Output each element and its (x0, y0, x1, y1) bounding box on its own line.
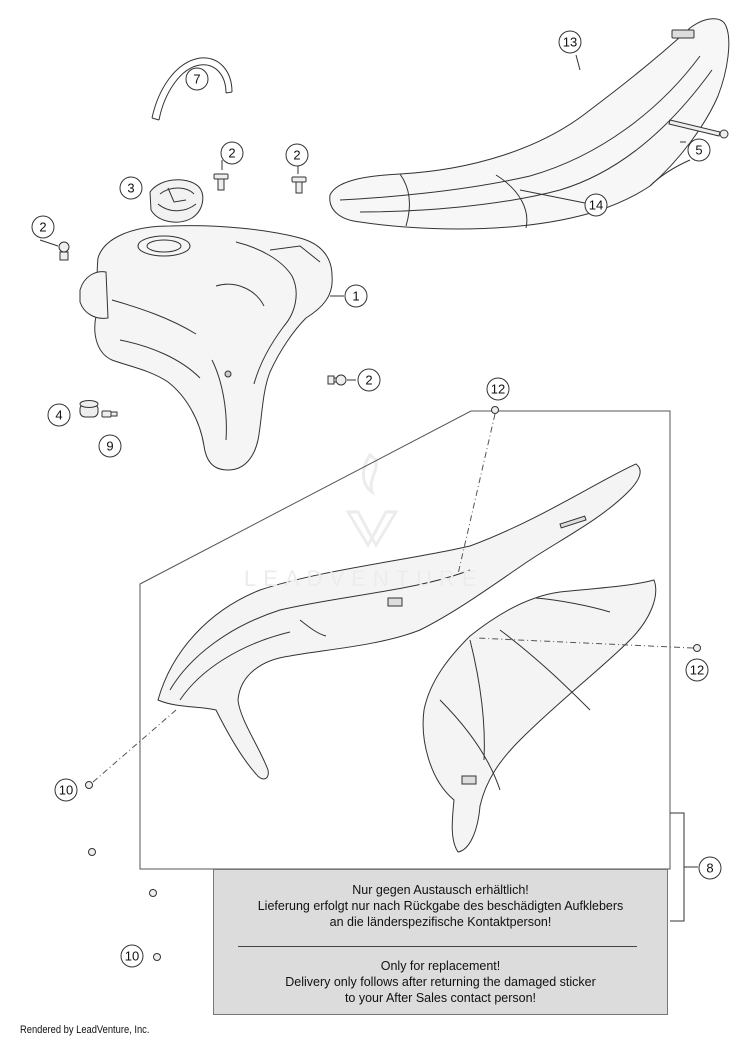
callout-13: 13 (558, 30, 582, 54)
screw-10d (153, 953, 161, 961)
callout-9: 9 (98, 434, 122, 458)
screw-2b (291, 176, 307, 194)
svg-text:2: 2 (365, 373, 372, 388)
screw-10c (149, 889, 157, 897)
callout-7: 7 (185, 67, 209, 91)
leader-lines (39, 54, 686, 381)
svg-text:2: 2 (293, 148, 300, 163)
svg-text:14: 14 (589, 198, 603, 213)
notice-german-line-2: Lieferung erfolgt nur nach Rückgabe des … (257, 899, 624, 913)
svg-text:7: 7 (193, 72, 200, 87)
replacement-notice: Nur gegen Austausch erhältlich! Lieferun… (213, 869, 668, 1015)
watermark-text: LEADVENTURE (244, 566, 484, 591)
callout-3: 3 (119, 176, 143, 200)
svg-text:4: 4 (55, 408, 62, 423)
side-spoiler-left (157, 463, 641, 780)
svg-text:12: 12 (491, 382, 505, 397)
callout-2a: 2 (220, 141, 244, 165)
notice-english-line-2: Delivery only follows after returning th… (285, 975, 596, 989)
notice-divider (238, 946, 637, 947)
callout-8: 8 (698, 856, 722, 880)
screw-10a (85, 709, 177, 789)
svg-text:10: 10 (59, 783, 73, 798)
screw-2c (58, 241, 70, 261)
svg-text:9: 9 (106, 439, 113, 454)
svg-text:8: 8 (706, 861, 713, 876)
callout-2b: 2 (285, 143, 309, 167)
bolt-9 (101, 410, 118, 418)
side-spoiler-right (422, 579, 657, 853)
screw-2a (213, 173, 229, 191)
kit-bracket (670, 812, 698, 922)
callout-10a: 10 (54, 778, 78, 802)
callout-5: 5 (687, 138, 711, 162)
notice-german: Nur gegen Austausch erhältlich! Lieferun… (214, 882, 667, 930)
callout-2d: 2 (357, 368, 381, 392)
seat-bolt (668, 119, 729, 139)
svg-text:1: 1 (352, 289, 359, 304)
svg-text:2: 2 (228, 146, 235, 161)
rubber-bushing (79, 400, 99, 418)
render-credit: Rendered by LeadVenture, Inc. (20, 1024, 150, 1036)
pin-12a (457, 406, 499, 575)
svg-text:10: 10 (125, 949, 139, 964)
callout-2c: 2 (31, 215, 55, 239)
fuel-tank (79, 225, 333, 471)
svg-text:5: 5 (695, 143, 702, 158)
sticker-frame (139, 410, 671, 870)
notice-english-line-1: Only for replacement! (380, 959, 501, 973)
screw-10b (88, 848, 96, 856)
fuel-hose (151, 57, 233, 121)
notice-german-line-1: Nur gegen Austausch erhältlich! (352, 883, 529, 897)
fuel-cap (149, 179, 204, 223)
notice-english: Only for replacement! Delivery only foll… (214, 958, 667, 1006)
seat (329, 18, 730, 230)
callout-1: 1 (344, 284, 368, 308)
notice-german-line-3: an die länderspezifische Kontaktperson! (329, 915, 552, 929)
callout-4: 4 (47, 403, 71, 427)
svg-text:3: 3 (127, 181, 134, 196)
callout-10b: 10 (120, 944, 144, 968)
callout-14: 14 (584, 193, 608, 217)
leadventure-logo-watermark (345, 452, 399, 548)
callout-12b: 12 (685, 658, 709, 682)
screw-2d (327, 374, 347, 386)
svg-text:12: 12 (690, 663, 704, 678)
notice-english-line-3: to your After Sales contact person! (344, 991, 537, 1005)
svg-text:13: 13 (563, 35, 577, 50)
pin-12b (475, 637, 701, 652)
svg-text:2: 2 (39, 220, 46, 235)
callout-12a: 12 (486, 377, 510, 401)
